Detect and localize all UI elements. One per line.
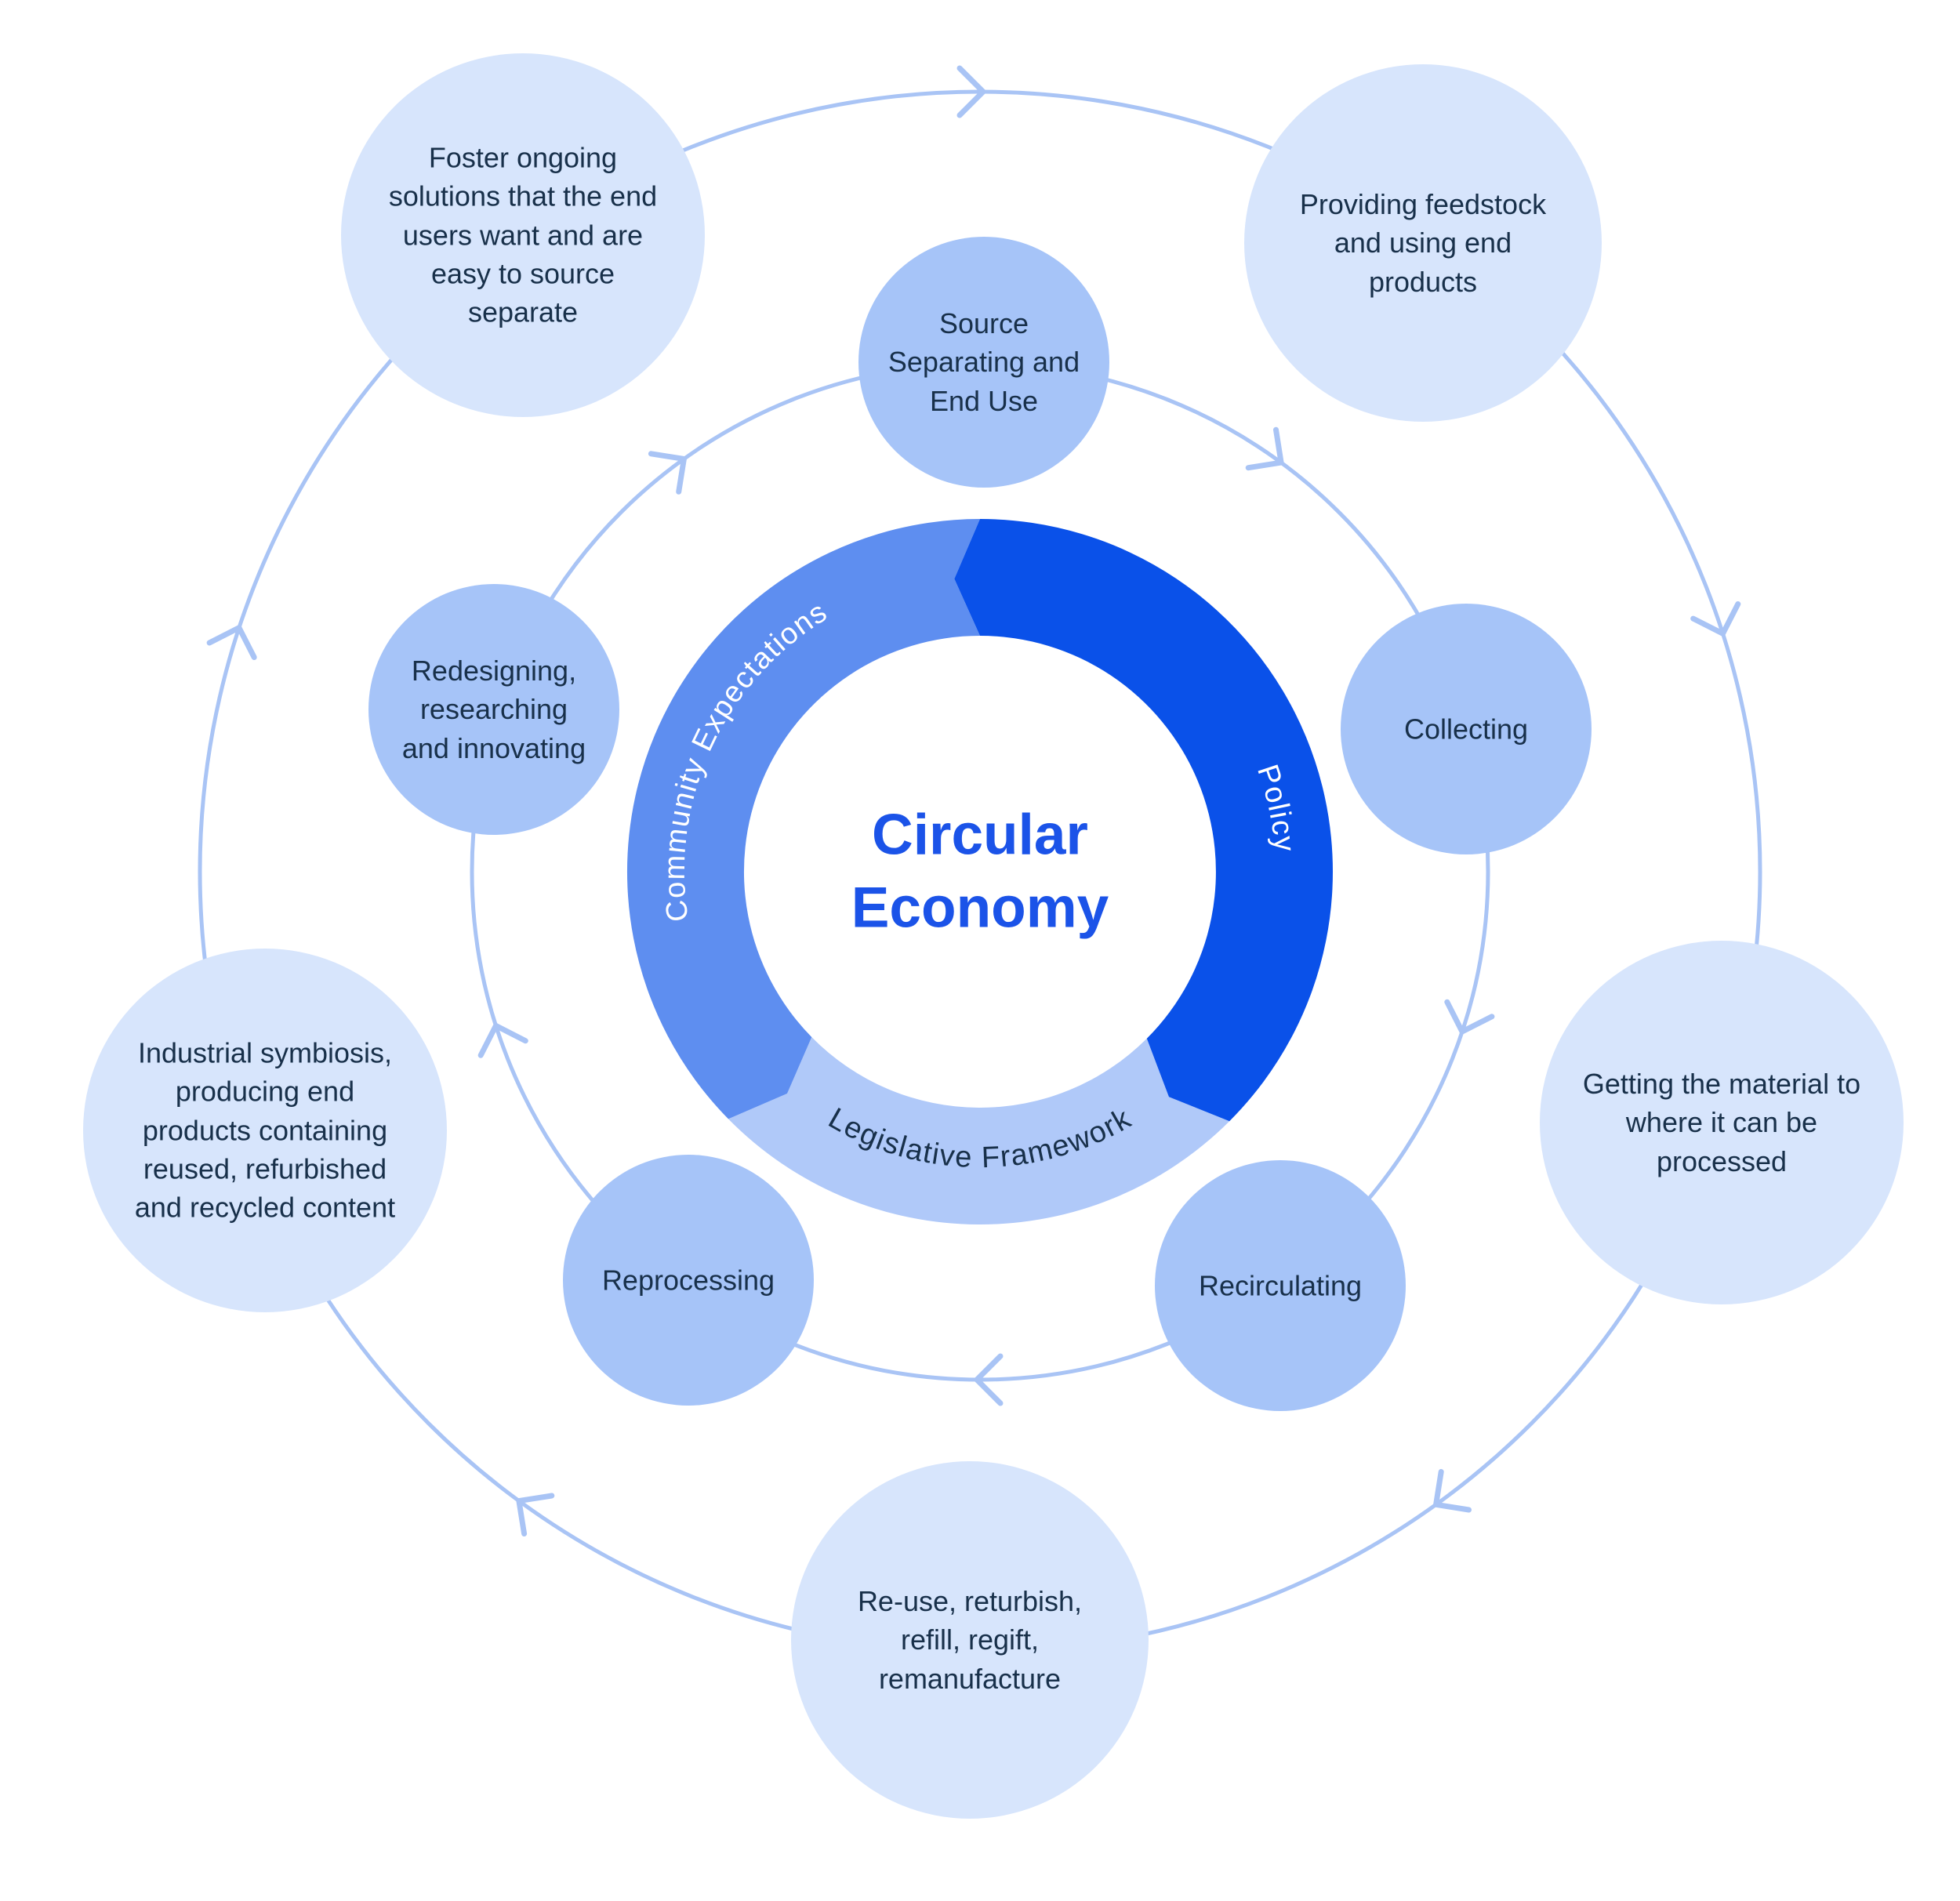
node-circle-getting-material [1540, 941, 1904, 1304]
orbit-arrow-icon [477, 1022, 528, 1058]
node-circle-reprocessing [563, 1155, 814, 1406]
orbit-arrow-icon [516, 1493, 555, 1536]
node-circle-industrial-symbiosis [83, 949, 447, 1312]
orbit-arrow-icon [974, 1353, 1004, 1406]
node-label-reprocessing: Reprocessing [601, 1264, 775, 1297]
node-label-recirculating: Recirculating [1198, 1269, 1363, 1302]
orbit-arrow-icon [1444, 999, 1495, 1035]
orbit-arrow-icon [956, 65, 986, 118]
ring-segment-community-expectations [626, 519, 980, 1119]
node-circle-source-separating [858, 237, 1109, 488]
node-label-foster-solutions: Foster ongoing solutions that the end us… [388, 141, 658, 328]
node-circle-providing-feedstock [1244, 64, 1602, 422]
node-circle-foster-solutions [341, 53, 705, 417]
orbit-arrow-icon [648, 451, 687, 495]
orbit-arrow-icon [1690, 601, 1741, 637]
node-label-industrial-symbiosis: Industrial symbiosis, producing end prod… [134, 1036, 396, 1224]
node-circle-redesigning [368, 584, 619, 835]
node-label-providing-feedstock: Providing feedstock and using end produc… [1299, 188, 1547, 298]
center-title: Circular Economy [851, 803, 1109, 940]
ring-segment-policy [954, 519, 1334, 1122]
node-circle-recirculating [1155, 1160, 1406, 1411]
node-circle-collecting [1341, 604, 1592, 854]
core-ring [626, 519, 1334, 1225]
orbit-arrow-icon [1245, 426, 1284, 471]
node-label-source-separating: Source Separating and End Use [887, 307, 1080, 417]
orbit-direction-arrows [206, 65, 1741, 1536]
ring-segment-legislative-framework [728, 1037, 1230, 1225]
orbit-arrow-icon [206, 625, 257, 660]
node-label-redesigning: Redesigning, researching and innovating [401, 655, 586, 764]
node-label-getting-material: Getting the material to where it can be … [1582, 1068, 1861, 1177]
node-label-reuse-refurbish: Re-use, returbish, refill, regift, reman… [857, 1585, 1083, 1695]
orbit-arrow-icon [1433, 1468, 1472, 1513]
node-label-collecting: Collecting [1403, 713, 1529, 746]
middle-ring-nodes [368, 237, 1592, 1411]
outer-ring-nodes [83, 53, 1904, 1819]
node-circle-reuse-refurbish [791, 1461, 1149, 1819]
